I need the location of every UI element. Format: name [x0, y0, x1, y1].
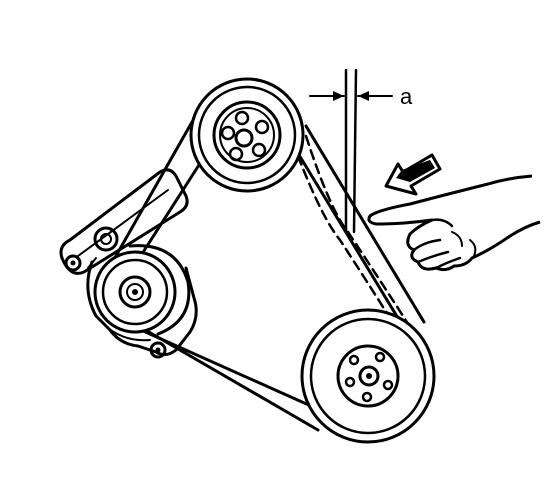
arrow-left-down-icon [384, 153, 442, 196]
tensioner-pulley [93, 244, 191, 336]
tensioner-bracket [59, 168, 198, 359]
deflection-label: a [400, 84, 413, 109]
deflection-dimension: a [309, 84, 413, 109]
bottom-pulley [300, 308, 436, 444]
straight-edge [344, 68, 358, 234]
hand-icon [367, 174, 541, 272]
top-pulley [189, 77, 305, 193]
drive-belt [102, 120, 426, 432]
